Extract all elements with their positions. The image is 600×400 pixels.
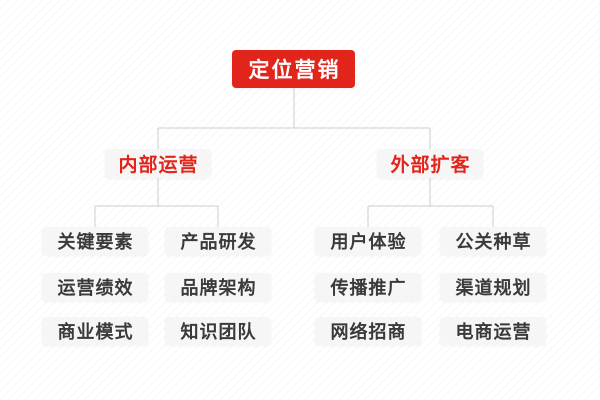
branch-node-left: 内部运营 — [105, 149, 211, 178]
root-node: 定位营销 — [232, 50, 355, 88]
leaf-node: 运营绩效 — [42, 273, 148, 301]
branch-node-right: 外部扩客 — [377, 149, 483, 178]
leaf-node: 品牌架构 — [165, 273, 271, 301]
leaf-node: 传播推广 — [315, 273, 421, 301]
leaf-node: 产品研发 — [165, 227, 271, 255]
leaf-node: 公关种草 — [440, 227, 546, 255]
leaf-node: 关键要素 — [42, 227, 148, 255]
leaf-node: 渠道规划 — [440, 273, 546, 301]
leaf-node: 知识团队 — [165, 317, 271, 345]
leaf-node: 电商运营 — [440, 317, 546, 345]
leaf-node: 网络招商 — [315, 317, 421, 345]
leaf-node: 商业模式 — [42, 317, 148, 345]
leaf-node: 用户体验 — [315, 227, 421, 255]
